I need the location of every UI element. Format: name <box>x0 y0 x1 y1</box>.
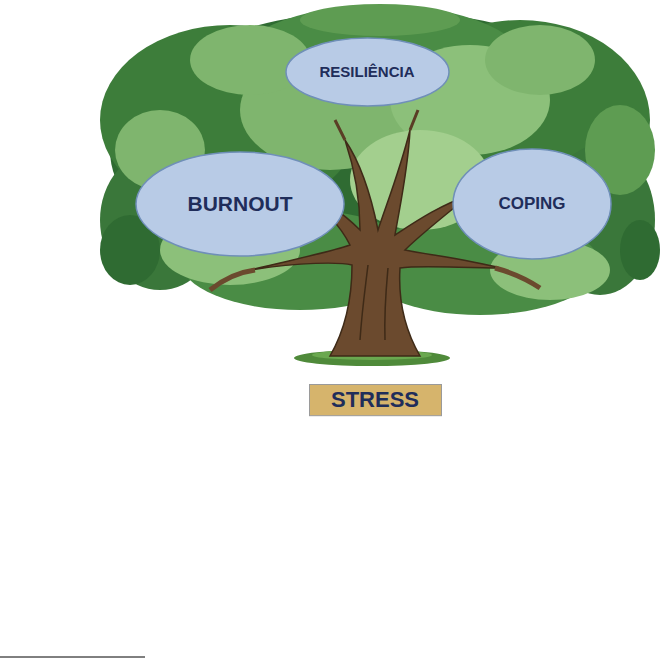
node-label: BURNOUT <box>188 192 293 215</box>
concept-ellipse: COPING <box>452 148 612 260</box>
concept-ellipse: BURNOUT <box>135 151 345 257</box>
node-label: COPING <box>498 195 565 214</box>
node-label: STRESS <box>331 388 419 412</box>
footnote-rule <box>0 657 145 658</box>
concept-ellipse: RESILIÊNCIA <box>285 37 450 107</box>
root-label-box: STRESS <box>309 384 442 416</box>
node-label: RESILIÊNCIA <box>319 64 414 81</box>
